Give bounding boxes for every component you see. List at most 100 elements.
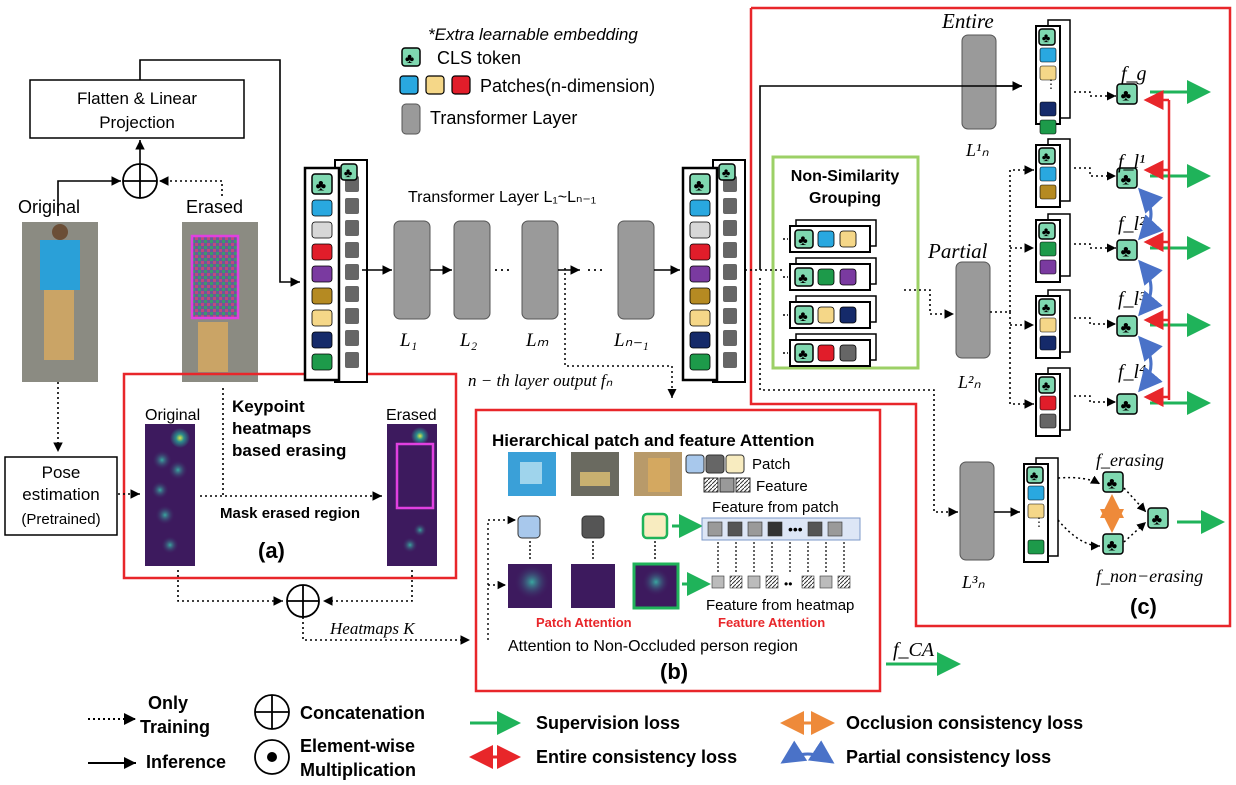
stack-to-erasing-arrow bbox=[1057, 475, 1101, 485]
club-icon: ♣ bbox=[694, 177, 705, 194]
club-icon: ♣ bbox=[1107, 475, 1118, 492]
concat-symbol-heatmaps bbox=[286, 584, 320, 618]
pose-line3: (Pretrained) bbox=[21, 511, 100, 528]
cls-token bbox=[1116, 239, 1138, 261]
heatmap-erased-image bbox=[387, 424, 437, 566]
mask-erased-label: Mask erased region bbox=[220, 505, 360, 522]
feature-from-heatmap-label: Feature from heatmap bbox=[706, 597, 854, 614]
small-patch bbox=[1039, 413, 1057, 429]
small-patch bbox=[1039, 47, 1057, 63]
svg-text:♣: ♣ bbox=[405, 50, 414, 66]
cls-token bbox=[1116, 83, 1138, 105]
patch-legend-icon-3 bbox=[725, 454, 745, 474]
cls-token bbox=[1026, 466, 1044, 484]
back-token bbox=[345, 286, 359, 302]
feature-cell bbox=[807, 521, 823, 537]
heatmap-erased-label: Erased bbox=[386, 407, 437, 424]
tag-c: (c) bbox=[1130, 594, 1157, 619]
cls-token bbox=[1038, 28, 1056, 46]
group-patch bbox=[839, 306, 857, 324]
group-rows: ♣♣♣♣ bbox=[783, 219, 877, 367]
bottom-legend: Only Training Inference Concatenation El… bbox=[88, 693, 1083, 780]
group-patch bbox=[817, 230, 835, 248]
cls-token bbox=[1038, 147, 1056, 165]
fl4-label: f_l⁴ bbox=[1118, 361, 1146, 383]
token-stack-output: ♣♣ bbox=[681, 159, 746, 383]
right-box: Entire Partial L¹ₙ L²ₙ L³ₙ Non-Similarit… bbox=[745, 6, 1232, 628]
flatten-projection-box bbox=[29, 79, 245, 139]
input-erased-label: Erased bbox=[186, 197, 243, 217]
layer-l1 bbox=[393, 220, 431, 320]
fg-label: f_g bbox=[1121, 63, 1147, 85]
club-icon: ♣ bbox=[798, 271, 808, 287]
original-person-image bbox=[22, 222, 98, 382]
pose-line2: estimation bbox=[22, 485, 99, 504]
heatmap-feature-row: •• bbox=[711, 575, 851, 591]
back-token bbox=[345, 198, 359, 214]
erasing-box: Original Erased Keypoint heatmaps based … bbox=[118, 372, 458, 580]
partial-label: Partial bbox=[927, 239, 988, 263]
club-icon: ♣ bbox=[798, 347, 808, 363]
legend-element-line2: Multiplication bbox=[300, 760, 416, 780]
entire-label: Entire bbox=[941, 9, 994, 33]
attention-heatmap-1 bbox=[508, 564, 552, 608]
layer-l2 bbox=[453, 220, 491, 320]
patches-legend-icon bbox=[399, 75, 471, 95]
cls-token bbox=[794, 305, 814, 325]
small-patch bbox=[1039, 65, 1057, 81]
club-icon: ♣ bbox=[1042, 30, 1051, 45]
back-token bbox=[345, 308, 359, 324]
stack-to-cls-arrow bbox=[1074, 91, 1116, 101]
back-token bbox=[723, 198, 737, 214]
fca-label: f_CA bbox=[893, 639, 935, 661]
cls-token bbox=[1116, 315, 1138, 337]
club-icon: ♣ bbox=[1042, 378, 1051, 393]
legend-supervision: Supervision loss bbox=[536, 713, 680, 733]
group-patch bbox=[817, 306, 835, 324]
layer-lm-label: Lₘ bbox=[525, 330, 549, 351]
cls-token bbox=[1038, 222, 1056, 240]
legend-occlusion: Occlusion consistency loss bbox=[846, 713, 1083, 733]
backbone: ♣♣ Transformer Layer L₁~Lₙ₋₁ ··· ··· L₁ … bbox=[303, 159, 746, 398]
feature-from-patch-label: Feature from patch bbox=[712, 499, 839, 516]
club-icon: ♣ bbox=[1121, 397, 1132, 414]
club-icon: ♣ bbox=[1121, 87, 1132, 104]
club-icon: ♣ bbox=[1121, 319, 1132, 336]
club-icon: ♣ bbox=[316, 177, 327, 194]
patch-token bbox=[311, 309, 333, 327]
patch-token bbox=[689, 265, 711, 283]
heatmap-feature-cell bbox=[711, 575, 725, 589]
patch-token-1 bbox=[517, 515, 541, 539]
token-stack-input: ♣♣ bbox=[303, 159, 368, 383]
small-patch bbox=[1039, 101, 1057, 117]
partial-consistency-arrows bbox=[1137, 187, 1164, 393]
layer-ln-erasing bbox=[959, 461, 995, 561]
patch-token bbox=[689, 221, 711, 239]
club-icon: ♣ bbox=[722, 165, 731, 180]
heatmap-feature-cell bbox=[729, 575, 743, 589]
small-patch bbox=[1039, 335, 1057, 351]
heatmap-feature-cell bbox=[837, 575, 851, 589]
erasing-merge-arrow bbox=[1123, 487, 1147, 513]
grouping-line2: Grouping bbox=[809, 190, 881, 207]
layer-ln-partial-label: L²ₙ bbox=[957, 372, 981, 392]
cls-token bbox=[794, 343, 814, 363]
cls-token-legend-label: CLS token bbox=[437, 48, 521, 68]
partial-consistency-legend-icon bbox=[780, 740, 835, 764]
legend-training: Training bbox=[140, 717, 210, 737]
small-patch bbox=[1039, 317, 1057, 333]
legend-only: Only bbox=[148, 693, 188, 713]
legend-inference: Inference bbox=[146, 752, 226, 772]
attention-box: Hierarchical patch and feature Attention… bbox=[474, 408, 961, 693]
pose-line1: Pose bbox=[42, 463, 81, 482]
ellipsis: ⋮ bbox=[1033, 515, 1045, 529]
back-token bbox=[723, 286, 737, 302]
feature-cell bbox=[707, 521, 723, 537]
patch-token bbox=[311, 265, 333, 283]
non-similarity-grouping-box bbox=[771, 155, 920, 370]
patch-token bbox=[689, 331, 711, 349]
patch-token bbox=[689, 309, 711, 327]
tag-b: (b) bbox=[660, 659, 688, 684]
entire-consistency-arrows bbox=[1143, 90, 1171, 407]
